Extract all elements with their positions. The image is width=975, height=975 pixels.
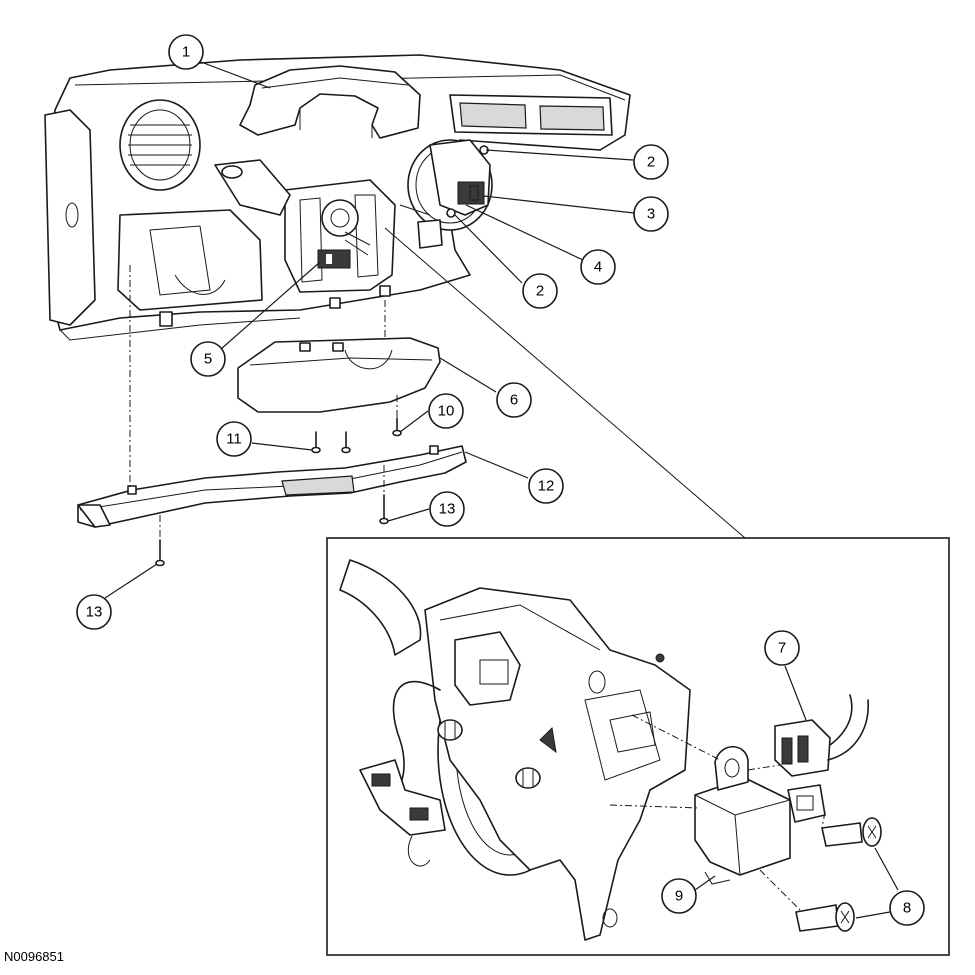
callout-label-13-left: 13: [86, 604, 103, 621]
callout-11: 11: [216, 421, 252, 457]
callout-label-12: 12: [538, 478, 555, 495]
detail-inset-box: [326, 227, 950, 956]
callout-label-6: 6: [510, 392, 518, 409]
callout-2-upper: 2: [633, 144, 669, 180]
callout-6: 6: [496, 382, 532, 418]
callout-4: 4: [580, 249, 616, 285]
callout-label-9: 9: [675, 888, 683, 905]
callout-8: 8: [889, 890, 925, 926]
callout-label-13-right: 13: [439, 501, 456, 518]
upper-steering-column-shroud: [239, 65, 421, 139]
callout-label-4: 4: [594, 259, 602, 276]
lower-trim-panel: [77, 445, 467, 528]
lower-steering-column-shroud: [237, 337, 441, 413]
callout-2-lower: 2: [522, 273, 558, 309]
module-9: [694, 745, 826, 885]
callout-label-7: 7: [778, 640, 786, 657]
callout-label-1: 1: [182, 44, 190, 61]
inset-alignment-lines: [609, 714, 826, 911]
screws-11: [311, 431, 351, 454]
figure-id: N0096851: [4, 949, 64, 964]
callout-9: 9: [661, 878, 697, 914]
callout-10: 10: [428, 393, 464, 429]
callout-5: 5: [190, 341, 226, 377]
callout-label-3: 3: [647, 206, 655, 223]
alignment-lines: [129, 265, 398, 540]
callout-label-2-upper: 2: [647, 154, 655, 171]
connector-5: [317, 249, 351, 269]
leader-lines: [104, 61, 899, 919]
callout-1: 1: [168, 34, 204, 70]
callout-3: 3: [633, 196, 669, 232]
callout-label-11: 11: [226, 431, 242, 448]
callout-label-5: 5: [204, 351, 212, 368]
callout-label-8: 8: [903, 900, 911, 917]
screw-13-right: [379, 494, 389, 525]
screw-13-left: [155, 539, 165, 567]
screw-10: [392, 417, 402, 437]
callout-7: 7: [764, 630, 800, 666]
inset-clockspring-detail: [339, 559, 691, 941]
connector-7: [774, 694, 869, 777]
inset-rollers: [437, 719, 541, 789]
steering-column: [214, 159, 396, 293]
callout-13-left: 13: [76, 594, 112, 630]
callout-label-10: 10: [438, 403, 455, 420]
callout-13-right: 13: [429, 491, 465, 527]
screws-8: [795, 817, 882, 932]
callout-12: 12: [528, 468, 564, 504]
callout-label-2-lower: 2: [536, 283, 544, 300]
